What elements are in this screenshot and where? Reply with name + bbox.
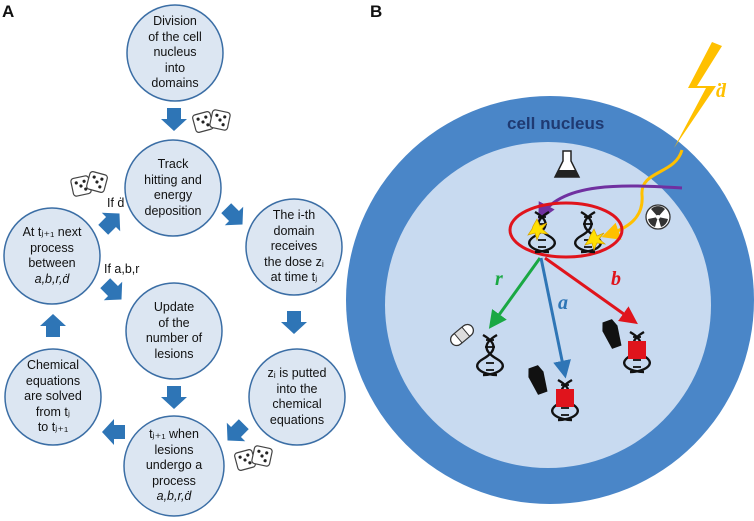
circle-division bbox=[126, 4, 224, 102]
chemical-path bbox=[538, 184, 683, 222]
pathway-a-arrow bbox=[539, 257, 571, 379]
cell-diagram bbox=[346, 42, 754, 504]
pathway-r-label: r bbox=[495, 268, 503, 290]
panel-label-b: B bbox=[370, 2, 383, 21]
arrow-chemical-to-next bbox=[40, 314, 66, 337]
branch-label-if-d: If ḋ bbox=[107, 196, 125, 210]
arrow-next-to-track bbox=[98, 212, 121, 235]
dice-icon bbox=[85, 170, 109, 194]
cell-nucleus-label: cell nucleus bbox=[507, 114, 605, 133]
cell-inner-area bbox=[385, 142, 711, 468]
arrow-ith-to-zi bbox=[281, 311, 307, 334]
dice-icon bbox=[250, 444, 274, 468]
circle-track bbox=[124, 139, 222, 237]
pathway-b-arrow bbox=[544, 256, 638, 325]
circle-chemical-solved bbox=[4, 348, 102, 446]
pathway-b-label: b bbox=[611, 268, 621, 290]
branch-label-if-abr: If a,b,r bbox=[104, 262, 140, 276]
radiation-icon bbox=[645, 204, 671, 230]
coffin-icon bbox=[528, 365, 548, 395]
pathway-a-label: a bbox=[558, 292, 568, 314]
dose-rate-label: ḋ bbox=[716, 80, 726, 102]
flow-circles bbox=[3, 4, 346, 517]
circle-update bbox=[125, 282, 223, 380]
coffin-icon bbox=[602, 319, 622, 349]
lightning-icon bbox=[674, 42, 722, 148]
damaged-dna-ellipse bbox=[508, 201, 624, 259]
flow-arrows bbox=[40, 108, 307, 445]
damage-burst-icon bbox=[527, 218, 607, 252]
arrow-tj1-to-chemical bbox=[102, 419, 125, 445]
arrow-track-to-ith bbox=[221, 203, 244, 226]
dna-lesion-mark bbox=[556, 389, 574, 407]
arrow-next-to-update bbox=[100, 278, 123, 301]
circle-tj1-when bbox=[123, 415, 225, 517]
dose-path bbox=[601, 149, 684, 240]
arrow-division-to-track bbox=[161, 108, 187, 131]
flask-icon bbox=[553, 150, 581, 178]
bandage-icon bbox=[449, 323, 475, 347]
circle-ith-domain bbox=[245, 198, 343, 296]
arrow-update-to-tj1 bbox=[161, 386, 187, 409]
arrow-zi-to-tj1 bbox=[226, 419, 249, 442]
dice-icon bbox=[208, 108, 232, 132]
panel-label-a: A bbox=[2, 2, 15, 21]
circle-zi-putted bbox=[248, 348, 346, 446]
pathway-r-arrow bbox=[488, 257, 542, 329]
dna-lesion-mark bbox=[628, 341, 646, 359]
circle-next-process bbox=[3, 207, 101, 305]
